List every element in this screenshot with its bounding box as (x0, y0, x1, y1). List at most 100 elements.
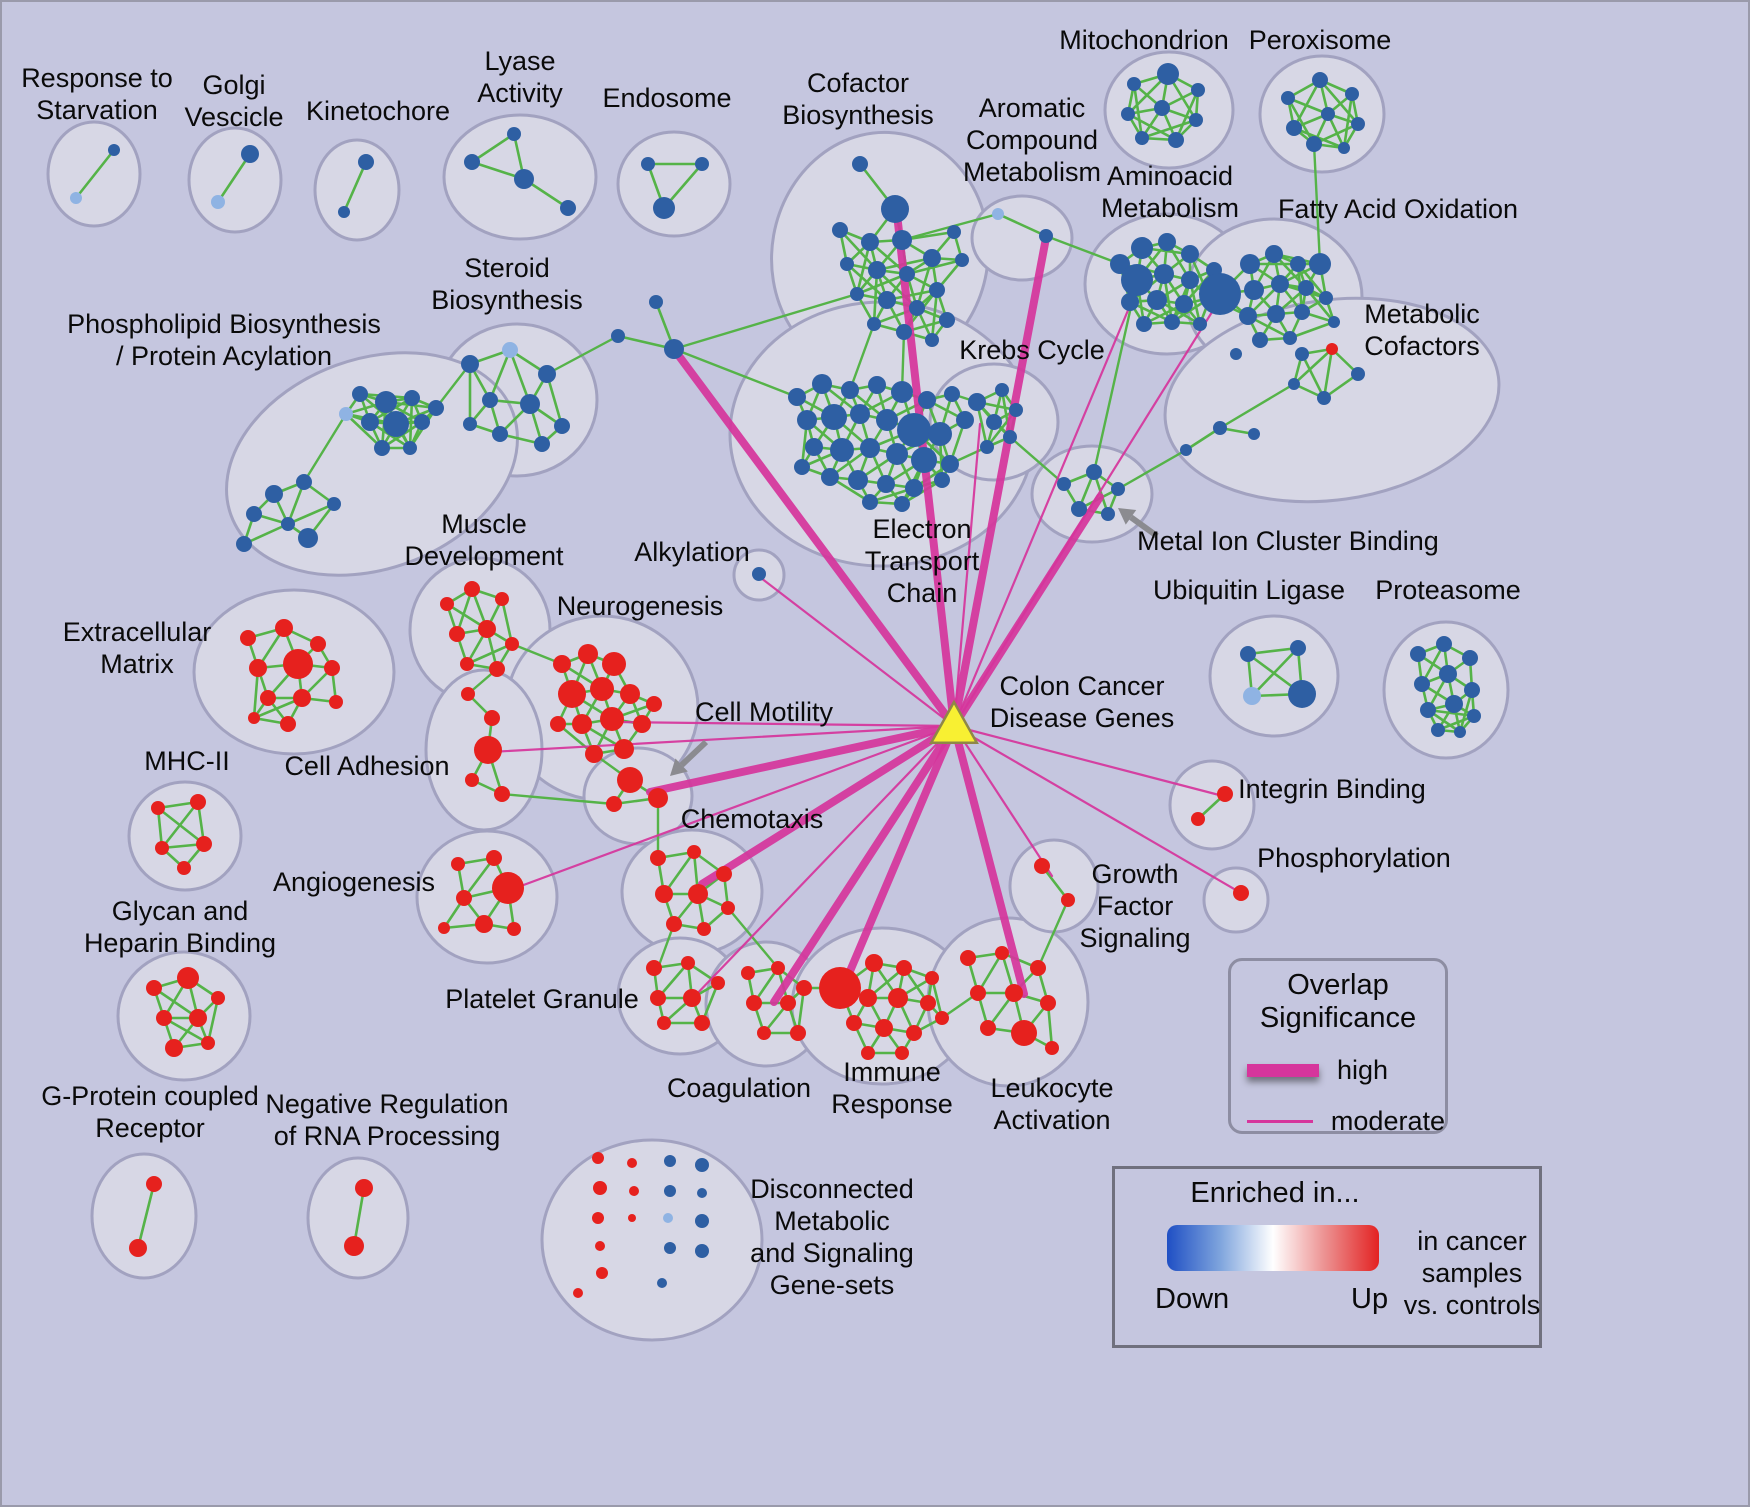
gene-set-node (1191, 812, 1205, 826)
intra-cluster-edge (1312, 122, 1360, 146)
overlap-edge-neurogenesis (614, 720, 956, 728)
gene-set-node (146, 980, 162, 996)
gene-set-node (1464, 682, 1480, 698)
cluster-label-immune-response: Immune (843, 1057, 941, 1087)
gene-set-node (1121, 293, 1139, 311)
gene-set-node (275, 619, 293, 637)
gene-set-node (489, 661, 505, 677)
overlap-legend-title: Overlap Significance (1231, 969, 1445, 1035)
gene-set-node (494, 786, 510, 802)
gene-set-node (428, 400, 444, 416)
cluster-label-phosphorylation: Phosphorylation (1257, 843, 1451, 873)
intra-cluster-edge (342, 160, 368, 214)
gene-set-node (1213, 421, 1227, 435)
intra-cluster-edge (1116, 448, 1188, 491)
gene-set-node (646, 696, 662, 712)
gene-set-node (1217, 786, 1233, 802)
intra-cluster-edge (160, 800, 200, 850)
gene-set-node (1193, 317, 1207, 331)
cluster-label-lyase-activity: Activity (477, 78, 563, 108)
cluster-label-neurogenesis: Neurogenesis (557, 591, 724, 621)
gene-set-node (593, 1181, 607, 1195)
gene-set-node (666, 916, 682, 932)
intra-cluster-edge (1318, 78, 1360, 126)
overlap-edge-platelet-granule (690, 724, 956, 1001)
gene-set-node (627, 1158, 637, 1168)
gene-set-node (848, 470, 868, 490)
gene-set-node (1345, 87, 1359, 101)
gene-set-node (590, 677, 614, 701)
gene-set-node (236, 536, 252, 552)
gene-set-node (338, 206, 350, 218)
gene-set-node (463, 417, 477, 431)
gene-set-node (211, 195, 225, 209)
gene-set-node (296, 474, 312, 490)
gene-set-node (595, 1241, 605, 1251)
gene-set-node (911, 447, 937, 473)
gene-set-node (790, 1025, 806, 1041)
legend-row-moderate: moderate (1247, 1106, 1445, 1137)
gene-set-node (906, 1025, 922, 1041)
gene-set-node (1294, 304, 1310, 320)
gene-set-node (1239, 307, 1257, 325)
overlap-edge-coagulation (770, 722, 958, 1006)
gene-set-node (897, 413, 931, 447)
cluster-label-cell-motility: Cell Motility (695, 697, 834, 727)
cluster-label-peroxisome: Peroxisome (1249, 25, 1392, 55)
gene-set-node (461, 355, 479, 373)
gene-set-node (1338, 142, 1350, 154)
intra-cluster-edge (1312, 142, 1322, 266)
gene-set-node (129, 1239, 147, 1257)
cluster-label-golgi-vescicle: Vescicle (184, 102, 283, 132)
gene-set-node (1003, 430, 1017, 444)
gene-set-node (495, 592, 509, 606)
gene-set-node (1317, 391, 1331, 405)
gene-set-node (860, 438, 880, 458)
cluster-label-aromatic-compound-metabolism: Metabolism (963, 157, 1101, 187)
cluster-ellipse-phosphorylation (1202, 866, 1270, 934)
gene-set-node (451, 857, 465, 871)
gene-set-node (538, 365, 556, 383)
intra-cluster-edge (500, 792, 616, 806)
cell-motility-pointer-arrow-head (670, 758, 688, 776)
cluster-ellipse-endosome (616, 130, 732, 238)
gene-set-node (596, 1267, 608, 1279)
gene-set-node (1030, 960, 1046, 976)
gene-set-node (1110, 254, 1130, 274)
gene-set-node (1431, 723, 1445, 737)
gene-set-node (881, 195, 909, 223)
gene-set-node (695, 1244, 709, 1258)
gene-set-node (1265, 245, 1283, 263)
gene-set-node (1181, 271, 1199, 289)
overlap-edge-aminoacid-metabolism (952, 282, 1141, 728)
gene-set-node (1309, 253, 1331, 275)
gene-set-node (935, 1011, 949, 1025)
gene-set-node (1312, 72, 1328, 88)
gene-set-node (868, 261, 886, 279)
gene-set-node (1454, 726, 1466, 738)
gene-set-node (830, 438, 854, 462)
overlap-significance-legend: Overlap Significance high moderate (1228, 958, 1448, 1137)
gene-set-node (1086, 464, 1102, 480)
gene-set-node (875, 1019, 893, 1037)
cluster-label-endosome: Endosome (602, 83, 731, 113)
cluster-label-golgi-vescicle: Golgi (202, 70, 265, 100)
gene-set-node (711, 976, 725, 990)
gene-set-node (894, 496, 910, 512)
intra-cluster-edge (545, 334, 620, 376)
cluster-label-negative-regulation-of-rna-processing: Negative Regulation (265, 1089, 508, 1119)
gene-set-node (281, 517, 295, 531)
colon-cancer-hub-triangle (929, 699, 979, 745)
gene-set-node (1439, 665, 1457, 683)
cluster-label-mhc-ii: MHC-II (144, 746, 229, 776)
gene-set-node (201, 1036, 215, 1050)
cluster-label-extracellular-matrix: Extracellular (63, 617, 212, 647)
gene-set-node (1181, 245, 1199, 263)
gene-set-node (464, 154, 480, 170)
gene-set-node (585, 745, 603, 763)
cluster-ellipse-growth-factor-signaling (1008, 838, 1100, 934)
gene-set-node (1271, 275, 1289, 293)
gene-set-node (934, 472, 950, 488)
enriched-note-line3: vs. controls (1403, 1290, 1541, 1320)
